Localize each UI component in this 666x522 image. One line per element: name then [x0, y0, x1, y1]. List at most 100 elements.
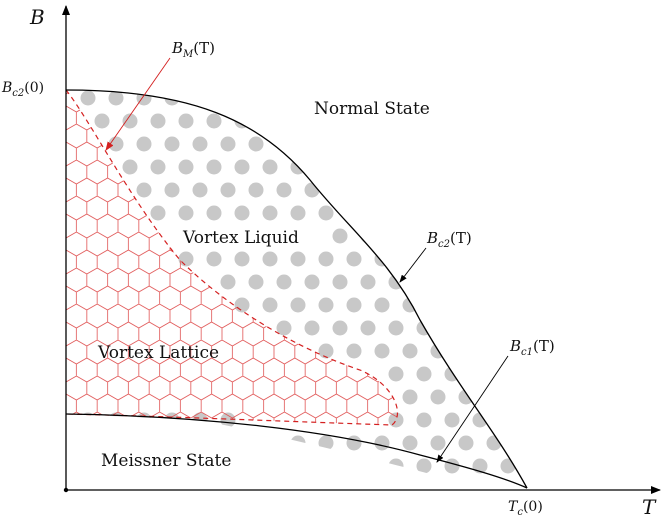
curve-label-bc2: Bc2(T)	[426, 229, 472, 250]
vortex-dot	[108, 90, 124, 106]
vortex-dot	[150, 159, 166, 175]
vortex-dot	[416, 136, 432, 152]
vortex-dot	[262, 435, 278, 451]
x-tick-label-tc-0: Tc(0)	[508, 499, 543, 518]
vortex-dot	[486, 297, 502, 313]
vortex-dot	[248, 274, 264, 290]
vortex-dot	[486, 159, 502, 175]
vortex-dot	[500, 182, 516, 198]
vortex-dot	[388, 320, 404, 336]
vortex-dot	[374, 343, 390, 359]
region-label-vortex-liquid: Vortex Liquid	[182, 228, 299, 248]
vortex-dot	[276, 320, 292, 336]
vortex-dot	[402, 159, 418, 175]
vortex-dot	[304, 182, 320, 198]
vortex-dot	[388, 182, 404, 198]
vortex-dot	[248, 136, 264, 152]
vortex-dot	[122, 113, 138, 129]
vortex-dot	[430, 297, 446, 313]
vortex-dot	[430, 159, 446, 175]
vortex-dot	[416, 182, 432, 198]
vortex-dot	[458, 113, 474, 129]
vortex-dot	[248, 90, 264, 106]
vortex-dot	[444, 274, 460, 290]
vortex-dot	[150, 435, 166, 451]
vortex-dot	[234, 435, 250, 451]
vortex-dot	[458, 343, 474, 359]
vortex-dot	[444, 320, 460, 336]
vortex-dot	[262, 113, 278, 129]
y-axis-label: B	[29, 5, 45, 29]
vortex-dot	[332, 182, 348, 198]
vortex-dot	[416, 412, 432, 428]
vortex-dot	[276, 458, 292, 474]
vortex-dot	[192, 136, 208, 152]
vortex-dot	[486, 251, 502, 267]
melting-line-bm	[65, 89, 399, 426]
vortex-dot	[472, 136, 488, 152]
vortex-dot	[248, 182, 264, 198]
vortex-dot	[486, 205, 502, 221]
vortex-dot	[332, 136, 348, 152]
vortex-dot	[444, 136, 460, 152]
vortex-dot	[178, 113, 194, 129]
vortex-dot	[374, 251, 390, 267]
curve-label-bc1: Bc1(T)	[509, 337, 555, 358]
vortex-dot	[332, 320, 348, 336]
vortex-dot	[318, 343, 334, 359]
vortex-dot	[290, 205, 306, 221]
bc1-curve	[65, 413, 528, 489]
origin-point	[63, 487, 69, 493]
vortex-dot	[360, 274, 376, 290]
vortex-dot	[318, 159, 334, 175]
vortex-dot	[402, 389, 418, 405]
vortex-dot	[360, 182, 376, 198]
region-label-vortex-lattice: Vortex Lattice	[97, 343, 219, 363]
region-label-normal-state: Normal State	[314, 99, 430, 119]
vortex-dot	[290, 435, 306, 451]
vortex-dot	[234, 251, 250, 267]
vortex-dot	[444, 412, 460, 428]
vortex-dot	[416, 458, 432, 474]
vortex-dot	[458, 435, 474, 451]
vortex-dot	[178, 205, 194, 221]
vortex-dot	[416, 274, 432, 290]
vortex-dot	[94, 435, 110, 451]
vortex-dot	[318, 435, 334, 451]
y-tick-label-bc2-0: Bc2(0)	[1, 80, 44, 99]
vortex-dot	[500, 274, 516, 290]
vortex-dot	[304, 320, 320, 336]
vortex-dot	[402, 343, 418, 359]
vortex-dot	[206, 251, 222, 267]
x-axis-label: T	[642, 495, 657, 519]
vortex-dot	[430, 251, 446, 267]
vortex-dot	[458, 251, 474, 267]
vortex-dot	[374, 205, 390, 221]
vortex-dot	[458, 205, 474, 221]
vortex-dot	[360, 458, 376, 474]
vortex-dot	[374, 297, 390, 313]
vortex-dot	[290, 297, 306, 313]
vortex-dot	[150, 113, 166, 129]
vortex-dot	[332, 458, 348, 474]
vortex-dot	[206, 113, 222, 129]
vortex-dot	[500, 412, 516, 428]
vortex-dot	[500, 366, 516, 382]
vortex-dot	[472, 90, 488, 106]
vortex-dot	[402, 435, 418, 451]
vortex-dot	[444, 182, 460, 198]
vortex-dot	[150, 205, 166, 221]
vortex-dot	[178, 435, 194, 451]
vortex-dot	[276, 90, 292, 106]
vortex-dot	[262, 159, 278, 175]
vortex-dot	[472, 366, 488, 382]
vortex-dot	[220, 90, 236, 106]
vortex-dot	[234, 159, 250, 175]
vortex-dot	[248, 458, 264, 474]
vortex-dot	[472, 228, 488, 244]
vortex-dot	[346, 159, 362, 175]
vortex-dot	[416, 366, 432, 382]
vortex-dot	[500, 458, 516, 474]
vortex-dot	[318, 205, 334, 221]
